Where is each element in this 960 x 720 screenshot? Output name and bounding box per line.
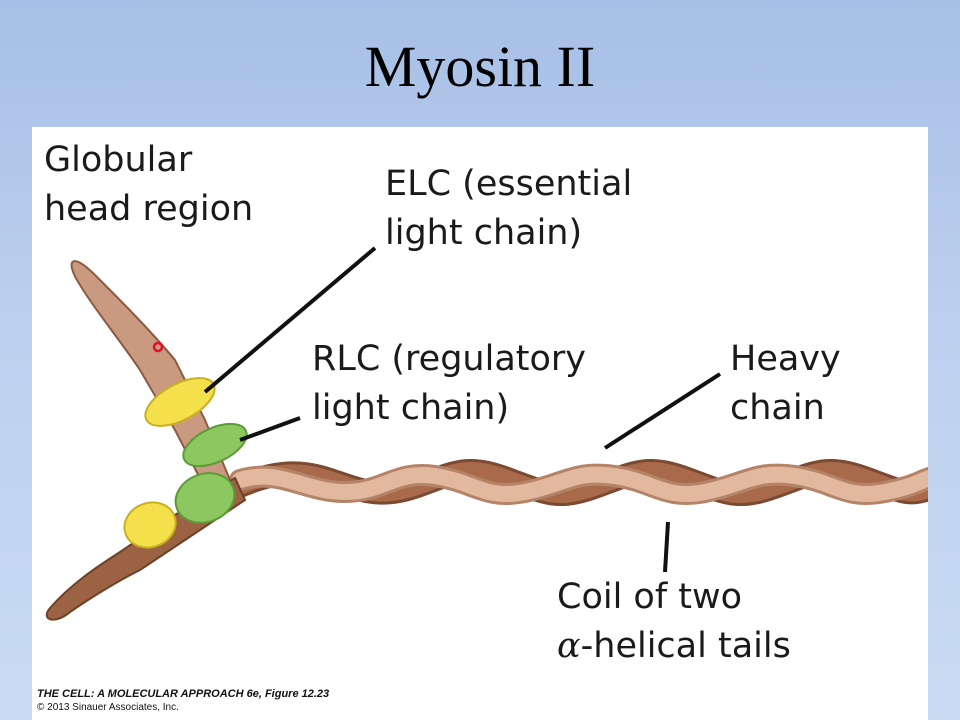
elc-ring-lower (123, 501, 177, 549)
rlc-ring-upper (182, 422, 248, 468)
label-elc: ELC (essential light chain) (385, 164, 633, 253)
caption-source: THE CELL: A MOLECULAR APPROACH 6e, Figur… (37, 688, 330, 700)
coil-leader-line (663, 521, 670, 573)
label-rlc: RLC (regulatory light chain) (312, 339, 587, 428)
label-globular-head: Globular head region (44, 140, 254, 229)
upper-head (70, 260, 232, 490)
marker-dot (152, 341, 164, 353)
alpha-symbol: α (557, 626, 581, 666)
slide-title: Myosin II (364, 34, 596, 99)
figure-caption: THE CELL: A MOLECULAR APPROACH 6e, Figur… (37, 688, 329, 714)
label-coil: Coil of two α-helical tails (557, 577, 791, 666)
rlc-leader-line (239, 416, 301, 442)
caption-copyright: © 2013 Sinauer Associates, Inc. (37, 702, 179, 713)
rlc-ring-lower (174, 472, 236, 524)
elc-leader-line (203, 246, 377, 394)
heavy-chain-leader-line (603, 372, 722, 450)
label-heavy-chain: Heavy chain (730, 339, 841, 428)
